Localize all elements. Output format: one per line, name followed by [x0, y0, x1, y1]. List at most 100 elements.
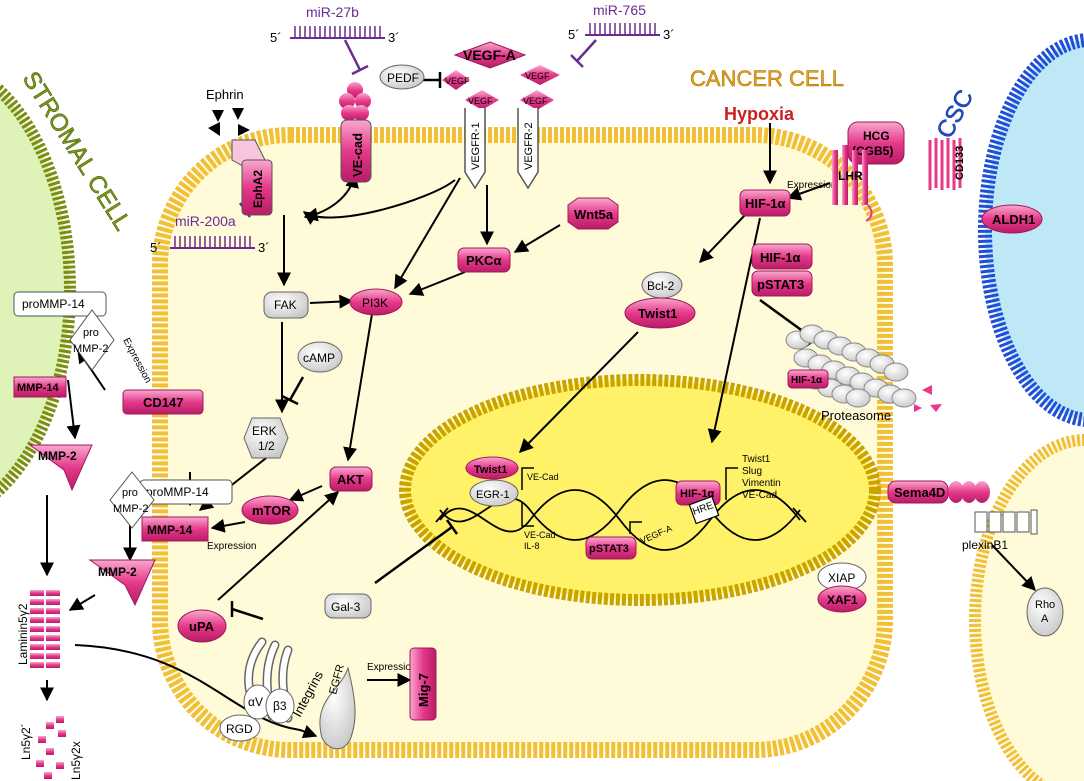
- aldh1-label: ALDH1: [992, 212, 1035, 227]
- mir765: miR-765 5´ 3´: [568, 2, 675, 42]
- vegfr1: VEGFR-1: [464, 108, 486, 190]
- fak-label: FAK: [274, 298, 297, 312]
- alpha-v-label: αV: [248, 695, 263, 709]
- cancer-cell-label: CANCER CELL: [690, 66, 844, 91]
- pi3k-label: PI3K: [362, 296, 388, 310]
- mir200a-5prime: 5´: [150, 240, 162, 255]
- prommp14-label-2: proMMP-14: [146, 485, 209, 499]
- hif1a-pstat3-complex: HIF-1α pSTAT3: [751, 243, 813, 297]
- mir27b-3prime: 3´: [388, 30, 400, 45]
- expression-label-egfr: Expression: [367, 662, 416, 673]
- hif1a-label-4: HIF-1α: [680, 488, 715, 500]
- wnt5a: Wnt5a: [567, 197, 619, 230]
- pedf: PEDF: [379, 64, 425, 90]
- target-gene-slug: Slug: [742, 466, 762, 477]
- lhr-receptor: LHR: [832, 145, 873, 222]
- vegf-ligands: VEGF VEGF-A VEGF VEGF VEGF: [442, 41, 560, 110]
- beta3-label: β3: [273, 699, 287, 713]
- pro-label-2: pro: [122, 487, 138, 499]
- cd133: CD133: [928, 138, 966, 190]
- pi3k: PI3K: [349, 288, 403, 316]
- prommp14-stromal: proMMP-14 pro MMP-2: [13, 291, 115, 371]
- promoter-targets: [725, 467, 738, 500]
- prommp14-label-1: proMMP-14: [22, 297, 85, 311]
- proteasome: HIF-1α Proteasome: [785, 324, 942, 423]
- mig7: Mig-7: [409, 647, 437, 721]
- mir765-5prime: 5´: [568, 27, 580, 42]
- akt-label: AKT: [337, 472, 364, 487]
- upa: uPA: [177, 609, 227, 643]
- cd133-label: CD133: [954, 146, 966, 180]
- laminin-label: Laminin5γ2: [16, 603, 30, 665]
- xaf1-label: XAF1: [827, 593, 858, 607]
- twist1-label-2: Twist1: [474, 464, 507, 476]
- vecad-gene-label-2: VE-Cad: [524, 530, 556, 540]
- mtor-label: mTOR: [252, 503, 291, 518]
- mmp2-label-4: MMP-2: [98, 565, 137, 579]
- mmp2-active-2: MMP-2: [88, 559, 156, 607]
- expression-label-mtor: Expression: [207, 541, 256, 552]
- mir765-label: miR-765: [593, 2, 646, 18]
- proteasome-label: Proteasome: [821, 408, 891, 423]
- vecad-gene-label-1: VE-Cad: [527, 472, 559, 482]
- expression-label-cd147: Expression: [120, 336, 153, 385]
- laminin-fragments: [36, 716, 66, 779]
- vegfr2-label: VEGFR-2: [523, 122, 535, 170]
- xiap-label: XIAP: [828, 571, 855, 585]
- plexinb1-label: plexinB1: [962, 538, 1008, 552]
- prommp14-cancer: proMMP-14 pro MMP-2: [109, 471, 233, 529]
- pstat3-nuclear: pSTAT3: [585, 536, 637, 560]
- epha2-receptor: EphA2: [231, 139, 273, 216]
- rgd-label: RGD: [226, 722, 253, 736]
- mir27b-5prime: 5´: [270, 30, 282, 45]
- wnt5a-label: Wnt5a: [574, 207, 614, 222]
- pstat3-label-1: pSTAT3: [757, 277, 804, 292]
- plexinb1: [974, 509, 1038, 535]
- camp-label: cAMP: [303, 351, 335, 365]
- mtor: mTOR: [241, 495, 299, 525]
- mmp14-label-2: MMP-14: [147, 523, 193, 537]
- pkca-label: PKCα: [466, 253, 501, 268]
- mir27b: miR-27b 5´ 3´: [270, 4, 400, 45]
- hif1a-label-2: HIF-1α: [760, 250, 801, 265]
- vecad-protein: VE-cad: [339, 82, 372, 183]
- epha2-label: EphA2: [251, 170, 265, 208]
- aldh1: ALDH1: [981, 204, 1043, 234]
- mmp14-stromal: MMP-14: [13, 376, 67, 398]
- mir200a: miR-200a 5´ 3´: [150, 213, 270, 255]
- mmp14-label-1: MMP-14: [17, 382, 59, 394]
- sema4d: Sema4D: [887, 480, 990, 504]
- vegfr2: VEGFR-2: [517, 108, 539, 190]
- camp: cAMP: [297, 341, 343, 373]
- vegf-label-3: VEGF: [468, 96, 493, 106]
- lhr-label: LHR: [838, 169, 863, 183]
- gal3: Gal-3: [324, 593, 372, 619]
- laminin5g2: [30, 590, 60, 668]
- rho-label: Rho: [1035, 599, 1055, 611]
- mir27b-label: miR-27b: [306, 4, 359, 20]
- il8-gene-label: IL-8: [524, 541, 540, 551]
- expression-label-lhr: Expression: [787, 180, 836, 191]
- bcl2-twist1: Bcl-2 Twist1: [624, 271, 696, 329]
- ln5y2x-label: Ln5γ2x: [69, 741, 83, 780]
- pstat3-label-2: pSTAT3: [589, 543, 629, 555]
- rgd: RGD: [219, 714, 261, 742]
- erk-sub-label: 1/2: [258, 439, 275, 453]
- mir765-3prime: 3´: [663, 27, 675, 42]
- ln5y2-prime-label: Ln5γ2´: [19, 723, 33, 760]
- erk12: ERK 1/2: [243, 417, 289, 459]
- hypoxia-label: Hypoxia: [724, 104, 795, 124]
- pkca: PKCα: [457, 247, 511, 273]
- cgb5-label: (CGB5): [852, 144, 893, 158]
- vegf-label-4: VEGF: [523, 96, 548, 106]
- cd147-label: CD147: [143, 395, 183, 410]
- cd147: CD147: [122, 389, 204, 415]
- vegf-a-label: VEGF-A: [463, 47, 516, 63]
- fak: FAK: [263, 291, 309, 319]
- ephrin-ligands: [208, 108, 250, 136]
- promoter-vegfa: [629, 521, 642, 534]
- vegf-label-1: VEGF: [445, 76, 470, 86]
- mmp2-label-2: MMP-2: [38, 449, 77, 463]
